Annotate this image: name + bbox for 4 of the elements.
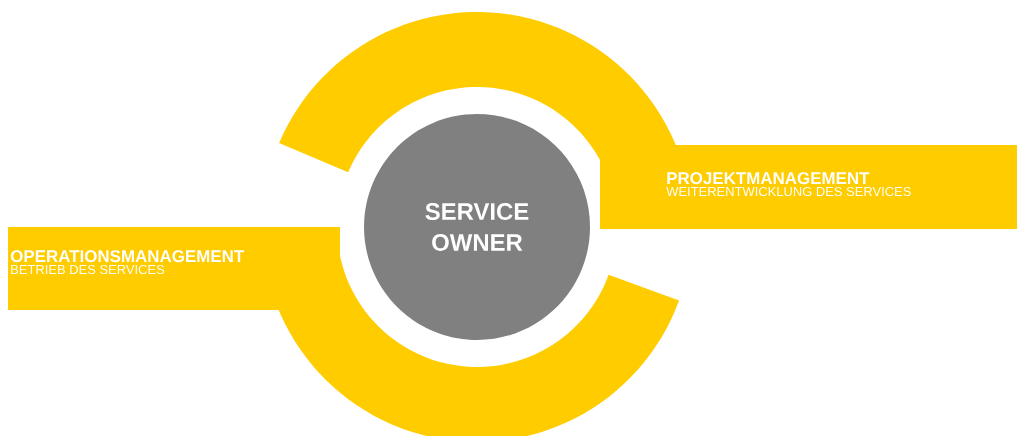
node-label: OPERATIONSMANAGEMENT	[10, 250, 245, 263]
node-label: BETRIEB DES SERVICES	[11, 264, 165, 275]
node-label: PROJEKTMANAGEMENT	[667, 172, 870, 185]
node-label: WEITERENTWICKLUNG DES SERVICES	[666, 186, 911, 197]
